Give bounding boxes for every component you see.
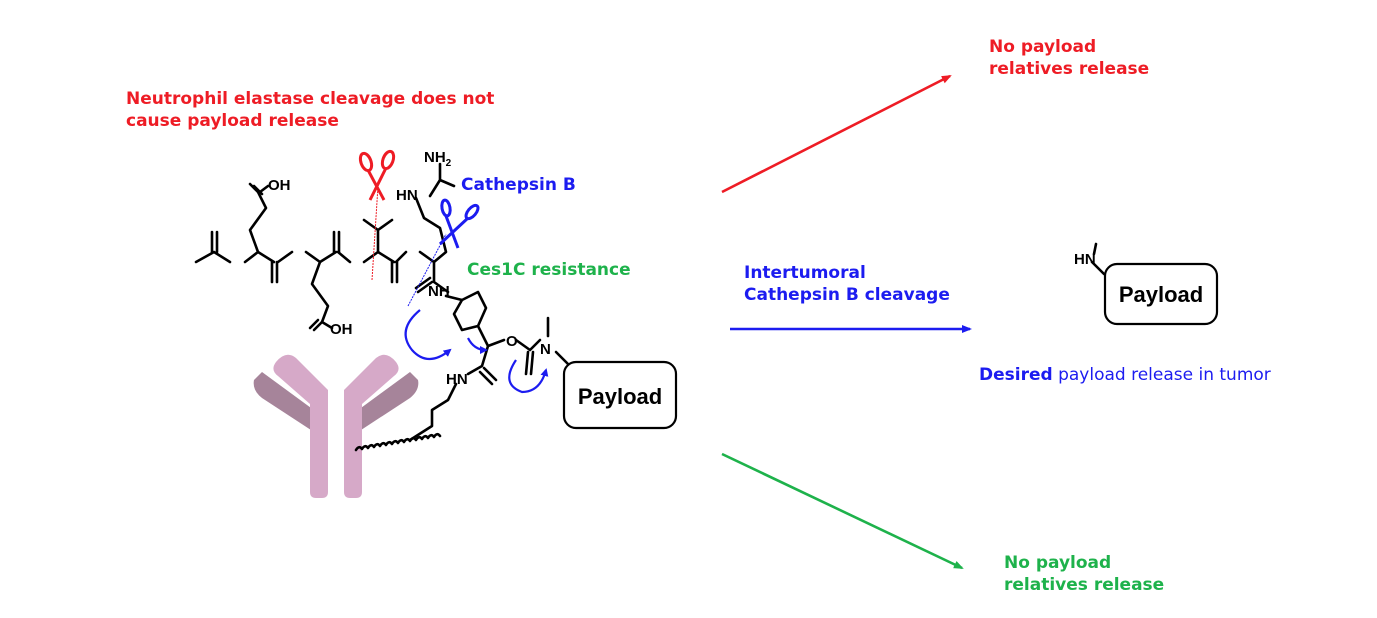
oh-label: OH [268, 177, 291, 194]
hn-label: HN [446, 371, 468, 388]
middle-arrow-line2: Cathepsin B cleavage [744, 285, 950, 306]
o-label: O [506, 333, 518, 350]
pathway-arrow-red [721, 74, 952, 194]
hn-label: HN [1074, 251, 1096, 268]
nh2-label: NH2 [424, 149, 452, 169]
pathway-arrow-green [721, 452, 964, 570]
released-payload: HN Payload [1074, 242, 1219, 326]
payload-label: Payload [578, 384, 662, 409]
cathepsin-label: Cathepsin B [461, 175, 576, 195]
antibody-icon [253, 354, 419, 498]
bottom-outcome-line2: relatives release [1004, 575, 1165, 596]
nh-label: NH [428, 283, 450, 300]
bottom-outcome-line1: No payload [1004, 553, 1112, 573]
desired-rest: payload release in tumor [1052, 365, 1271, 385]
top-outcome: No payload relatives release [989, 36, 1149, 80]
oh-label: OH [330, 321, 353, 338]
top-outcome-line1: No payload [989, 37, 1097, 57]
payload-label: Payload [1119, 282, 1203, 307]
bottom-outcome: No payload relatives release [1004, 552, 1164, 596]
wavy-linker [354, 432, 442, 452]
n-label: N [540, 341, 551, 358]
elastase-note: Neutrophil elastase cleavage does not ca… [126, 88, 494, 132]
elastase-note-line2: cause payload release [126, 111, 339, 132]
desired-bold: Desired [979, 365, 1053, 385]
ces1c-label: Ces1C resistance [467, 260, 631, 280]
hn-label: HN [396, 187, 418, 204]
elastase-note-line1: Neutrophil elastase cleavage does not [126, 89, 495, 109]
middle-arrow-label: Intertumoral Cathepsin B cleavage [744, 262, 950, 306]
payload-box: Payload [562, 360, 678, 430]
scissors-icon [438, 198, 480, 249]
top-outcome-line2: relatives release [989, 59, 1150, 80]
scissors-icon [358, 149, 396, 201]
electron-arrows [404, 309, 549, 394]
middle-arrow-line1: Intertumoral [744, 263, 866, 283]
desired-outcome: Desired payload release in tumor [979, 364, 1271, 386]
peptide-structure [194, 162, 572, 442]
